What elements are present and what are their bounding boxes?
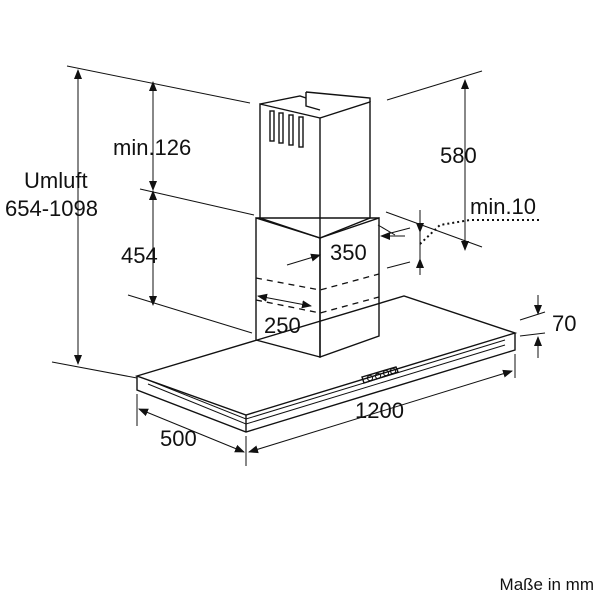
left-dimensions xyxy=(51,65,255,379)
label-500: 500 xyxy=(160,426,197,451)
label-1200: 1200 xyxy=(355,398,404,423)
label-454: 454 xyxy=(121,243,158,268)
right-dimensions xyxy=(257,70,546,358)
canopy xyxy=(134,295,518,433)
label-70: 70 xyxy=(552,311,576,336)
label-350: 350 xyxy=(330,240,367,265)
label-min-126: min.126 xyxy=(113,135,191,160)
vent-slot xyxy=(298,116,304,148)
bottom-dimensions xyxy=(136,354,516,466)
label-umluft-range: 654-1098 xyxy=(5,196,98,221)
vent-slot xyxy=(288,114,294,146)
unit-note: Maße in mm xyxy=(500,575,594,594)
label-580: 580 xyxy=(440,143,477,168)
label-umluft: Umluft xyxy=(24,168,88,193)
label-250: 250 xyxy=(264,313,301,338)
chimney xyxy=(255,91,380,358)
vent-slot xyxy=(269,110,275,142)
vent-slot xyxy=(278,112,284,144)
control-buttons xyxy=(361,366,399,384)
label-min-10: min.10 xyxy=(470,194,536,219)
